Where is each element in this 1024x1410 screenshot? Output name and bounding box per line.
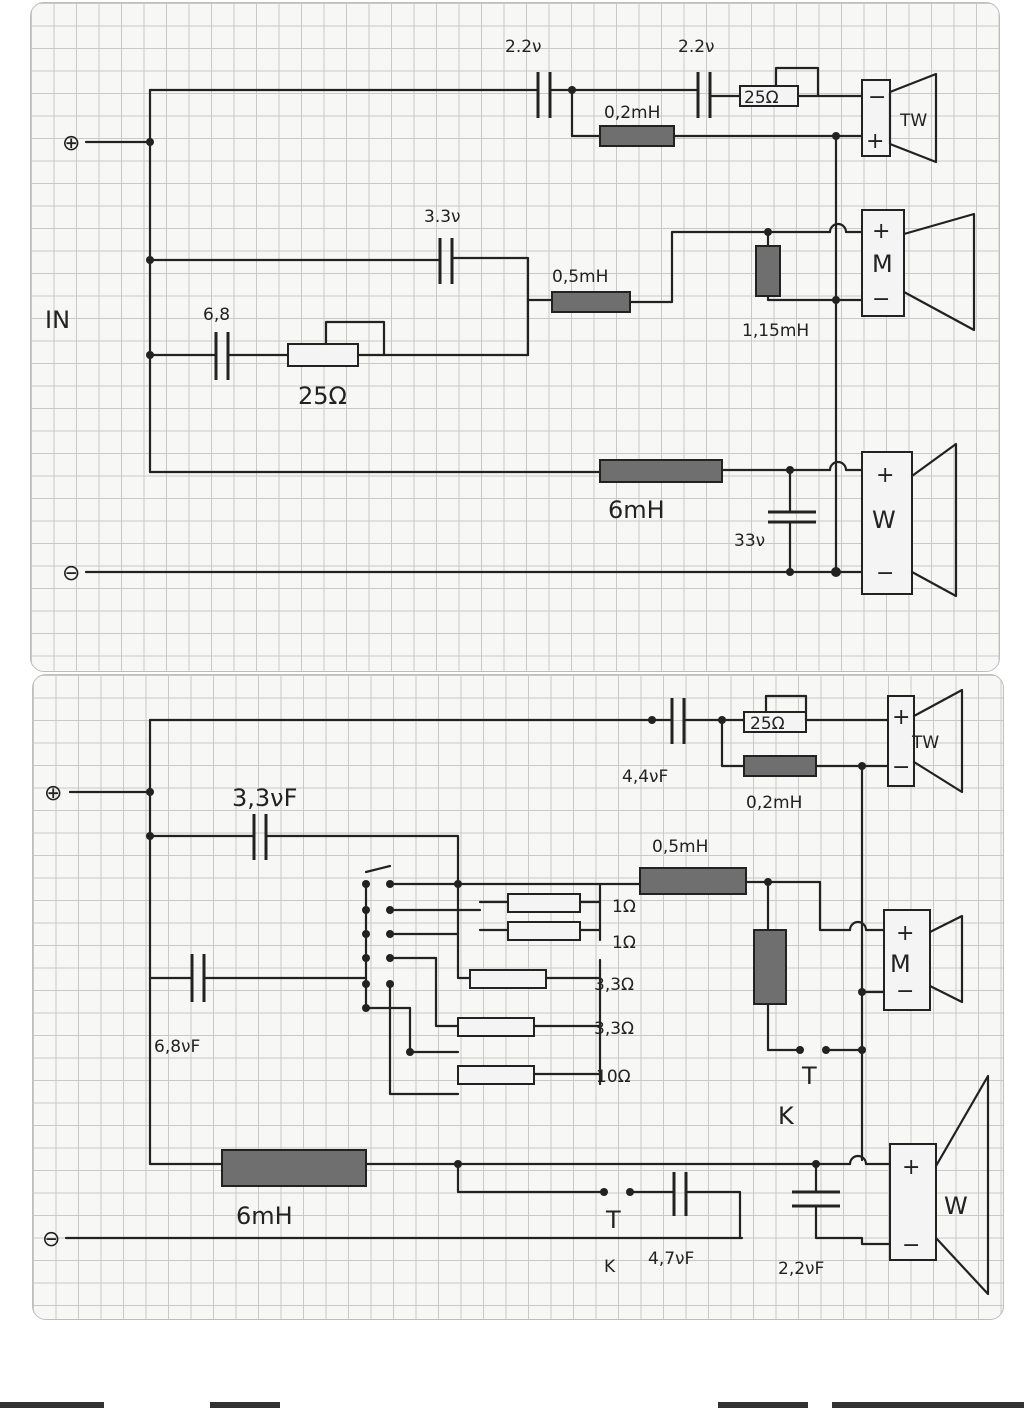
top-tweeter-cap2-label: 2.2ν bbox=[678, 37, 715, 57]
top-tweeter-cap1-label: 2.2ν bbox=[505, 37, 542, 57]
bottom-woofer-cone bbox=[934, 1074, 990, 1296]
bottom-notch-cap-label: 6,8νF bbox=[154, 1037, 200, 1057]
bottom-woofer-terminal-block bbox=[889, 1143, 937, 1261]
top-tweeter-inductor-label: 0,2mH bbox=[604, 103, 660, 123]
top-woofer-inductor-label: 6mH bbox=[608, 496, 665, 524]
scan-edge-mark bbox=[718, 1402, 808, 1408]
scan-edge-mark bbox=[210, 1402, 280, 1408]
bottom-woofer-cap2-label: 2,2νF bbox=[778, 1259, 824, 1279]
bottom-resistor-3-3ohm-a bbox=[469, 969, 547, 989]
top-mid-label: M bbox=[872, 250, 893, 278]
bottom-mid-plus: + bbox=[896, 921, 914, 946]
bottom-woofer-switch-label: T bbox=[605, 1206, 621, 1234]
bottom-resistor-label-2: 3,3Ω bbox=[594, 975, 634, 995]
bottom-tweeter-label: TW bbox=[911, 733, 939, 753]
scan-edge-mark bbox=[0, 1402, 104, 1408]
bottom-minus-terminal: ⊖ bbox=[42, 1227, 60, 1252]
bottom-tweeter-cone bbox=[912, 688, 964, 794]
bottom-mid-inductor1 bbox=[639, 867, 747, 895]
top-mid-inductor1-label: 0,5mH bbox=[552, 267, 608, 287]
top-mid-plus: + bbox=[872, 219, 890, 244]
bottom-resistor-10ohm bbox=[457, 1065, 535, 1085]
top-woofer-label: W bbox=[872, 506, 896, 534]
bottom-woofer-label: W bbox=[944, 1192, 968, 1220]
top-woofer-terminal-block bbox=[861, 451, 913, 595]
top-plus-terminal: ⊕ bbox=[62, 131, 80, 156]
top-woofer-cone bbox=[910, 442, 958, 598]
bottom-mid-cap-label: 3,3νF bbox=[232, 784, 297, 812]
top-woofer-cap-label: 33ν bbox=[734, 531, 765, 551]
bottom-woofer-minus: − bbox=[902, 1233, 920, 1258]
bottom-tweeter-inductor bbox=[743, 755, 817, 777]
top-input-label: IN bbox=[45, 306, 70, 334]
bottom-tweeter-inductor-label: 0,2mH bbox=[746, 793, 802, 813]
top-minus-terminal: ⊖ bbox=[62, 561, 80, 586]
bottom-resistor-label-0: 1Ω bbox=[612, 897, 636, 917]
top-crossover-diagram: ⊕ ⊖ IN 2.2ν 2.2ν 0,2mH 25Ω − + bbox=[45, 37, 976, 598]
bottom-plus-terminal: ⊕ bbox=[44, 781, 62, 806]
top-woofer-plus: + bbox=[876, 463, 894, 488]
top-mid-inductor2-label: 1,15mH bbox=[742, 321, 809, 341]
bottom-tweeter-minus: − bbox=[892, 755, 910, 780]
scan-edge-mark bbox=[832, 1402, 1024, 1408]
top-tweeter-cone bbox=[888, 72, 938, 164]
bottom-tweeter-cap-label: 4,4νF bbox=[622, 767, 668, 787]
bottom-mid-switch-letter: K bbox=[778, 1102, 795, 1130]
bottom-mid-cone bbox=[928, 914, 964, 1004]
bottom-tweeter-terminal-block bbox=[887, 695, 915, 787]
top-schematic-sheet bbox=[30, 2, 1000, 672]
bottom-schematic-sheet bbox=[32, 674, 1004, 1320]
top-mid-cap-label: 3.3ν bbox=[424, 207, 461, 227]
top-notch-cap-label: 6,8 bbox=[203, 305, 230, 325]
bottom-mid-terminal-block bbox=[883, 909, 931, 1011]
bottom-resistor-3-3ohm-b bbox=[457, 1017, 535, 1037]
top-tweeter-plus: + bbox=[866, 129, 884, 154]
bottom-mid-switch-label: T bbox=[801, 1062, 817, 1090]
bottom-mid-inductor1-label: 0,5mH bbox=[652, 837, 708, 857]
bottom-resistor-1ohm-a bbox=[507, 893, 581, 913]
top-notch-resistor-label: 25Ω bbox=[298, 382, 347, 410]
bottom-mid-inductor2 bbox=[753, 929, 787, 1005]
top-tweeter-minus: − bbox=[868, 85, 886, 110]
bottom-tweeter-resistor bbox=[743, 711, 807, 733]
top-tweeter-resistor-label: 25Ω bbox=[744, 88, 779, 108]
bottom-woofer-cap1-label: 4,7νF bbox=[648, 1249, 694, 1269]
bottom-woofer-inductor-label: 6mH bbox=[236, 1202, 293, 1230]
bottom-tweeter-plus: + bbox=[892, 705, 910, 730]
top-mid-terminal-block bbox=[861, 209, 905, 317]
bottom-resistor-label-3: 3,3Ω bbox=[594, 1019, 634, 1039]
bottom-resistor-selector[interactable] bbox=[362, 864, 482, 1096]
bottom-resistor-label-4: 10Ω bbox=[596, 1067, 631, 1087]
bottom-mid-minus: − bbox=[896, 979, 914, 1004]
top-mid-minus: − bbox=[872, 287, 890, 312]
top-mid-cone bbox=[902, 212, 976, 332]
top-tweeter-label: TW bbox=[899, 111, 927, 131]
bottom-tweeter-resistor-label: 25Ω bbox=[750, 714, 785, 734]
top-woofer-minus: − bbox=[876, 561, 894, 586]
bottom-woofer-inductor bbox=[221, 1149, 367, 1187]
bottom-resistor-label-1: 1Ω bbox=[612, 933, 636, 953]
bottom-woofer-plus: + bbox=[902, 1155, 920, 1180]
bottom-crossover-diagram: ⊕ ⊖ 4,4νF 0,2mH 25Ω + − TW bbox=[42, 688, 990, 1296]
bottom-mid-label: M bbox=[890, 950, 911, 978]
bottom-woofer-switch-letter: K bbox=[604, 1257, 616, 1277]
top-tweeter-terminal-block bbox=[861, 79, 891, 157]
bottom-resistor-1ohm-b bbox=[507, 921, 581, 941]
